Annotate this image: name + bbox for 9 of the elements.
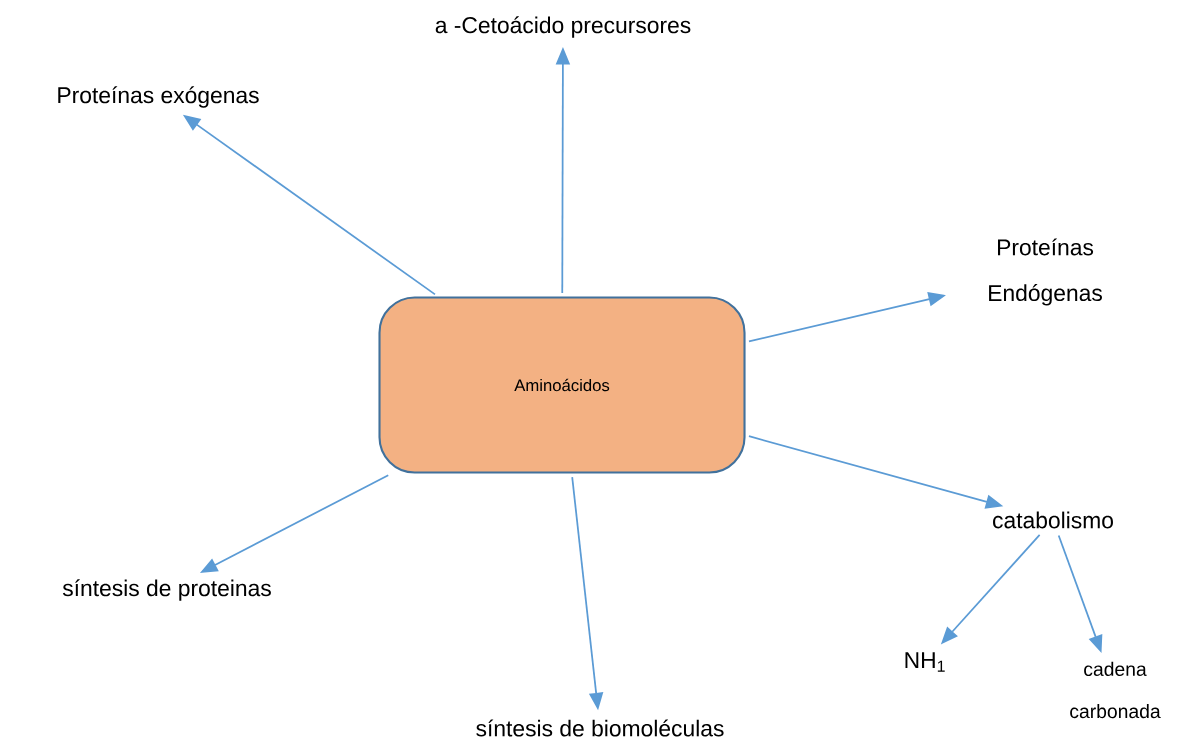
text-label: síntesis de proteinas xyxy=(62,579,271,601)
text-label: catabolismo xyxy=(993,511,1113,529)
text-label: a -Cetoácido precursores xyxy=(435,16,691,38)
text-label: cadena carbonada xyxy=(1070,661,1161,719)
text-label: Proteínas exógenas xyxy=(58,86,259,108)
text-label: NH$_{1}$ xyxy=(905,652,945,672)
text-label: síntesis de biomoléculas xyxy=(476,719,724,737)
process-box: Aminoácidos xyxy=(378,296,746,474)
text-label: Proteínas Endógenas xyxy=(989,238,1102,306)
